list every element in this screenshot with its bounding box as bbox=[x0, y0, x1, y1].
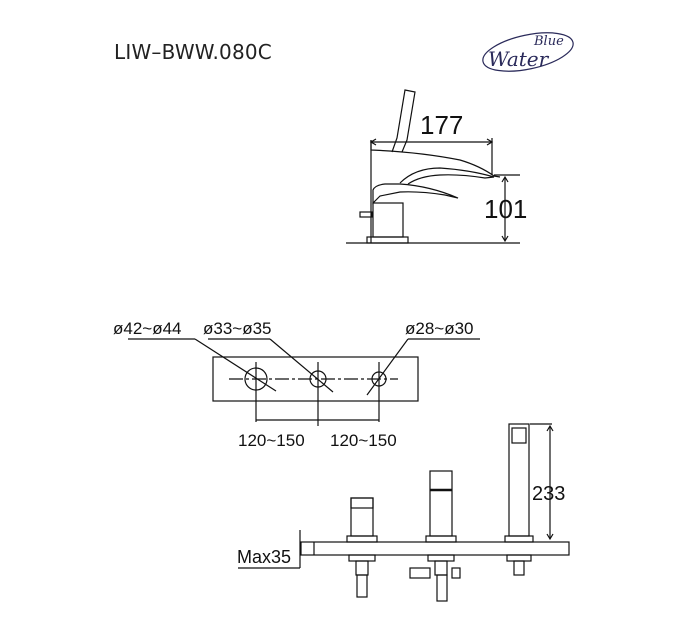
blue-water-logo: Blue Water bbox=[482, 32, 574, 72]
logo-text-water: Water bbox=[488, 47, 550, 71]
hole1-diameter: ø42~ø44 bbox=[113, 319, 182, 338]
hole2-diameter: ø33~ø35 bbox=[203, 319, 272, 338]
spacing2-dimension: 120~150 bbox=[330, 431, 397, 450]
length-dimension: 177 bbox=[420, 110, 463, 140]
deck-thickness-dimension: Max35 bbox=[237, 547, 291, 567]
height-dimension: 101 bbox=[484, 194, 527, 224]
top-view bbox=[128, 338, 480, 426]
side-view bbox=[346, 89, 520, 244]
front-view bbox=[238, 423, 570, 602]
hole3-diameter: ø28~ø30 bbox=[405, 319, 474, 338]
spacing1-dimension: 120~150 bbox=[238, 431, 305, 450]
model-code: LIW–BWW.080C bbox=[114, 40, 272, 64]
shower-height-dimension: 233 bbox=[532, 483, 565, 505]
logo-text-blue: Blue bbox=[533, 34, 564, 49]
